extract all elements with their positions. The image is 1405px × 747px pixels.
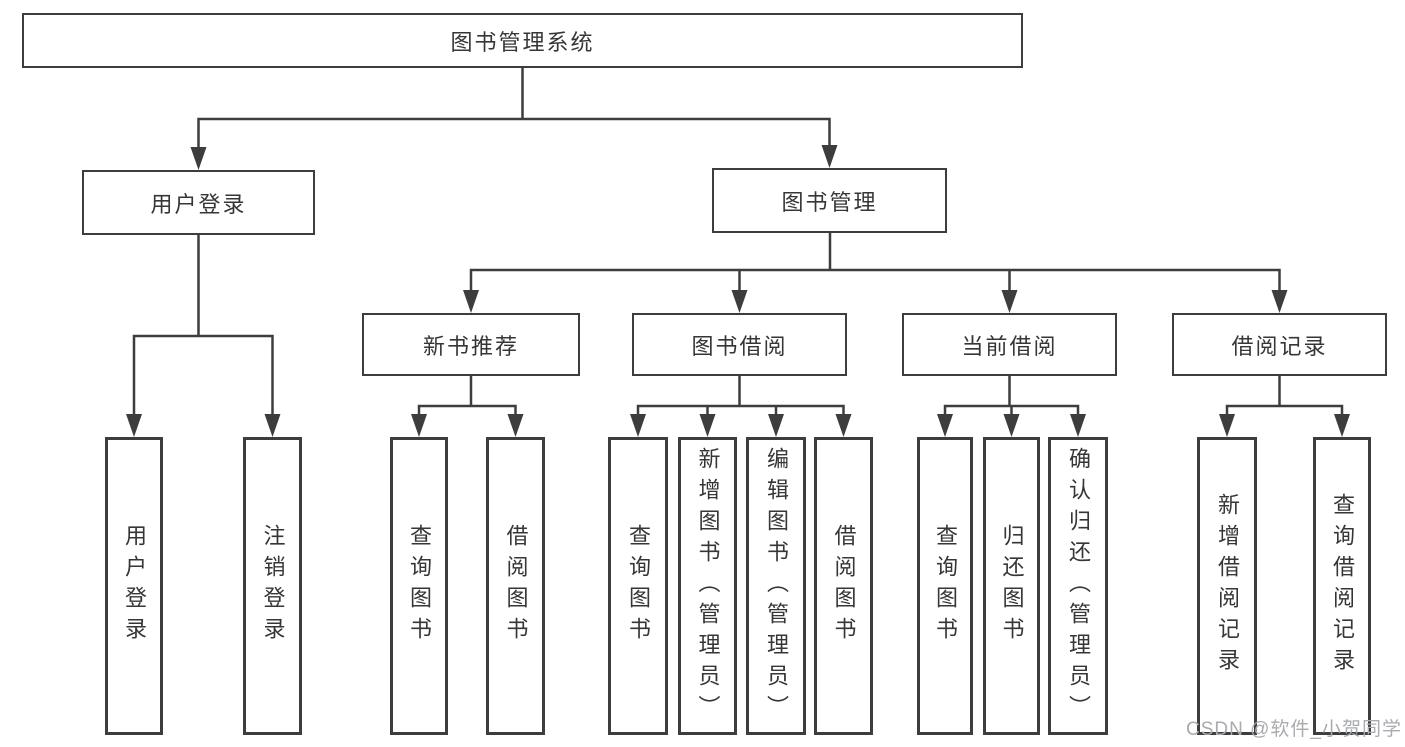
- node-user-login-label: 用户登录: [150, 191, 247, 217]
- leaf-query-books-recommend: 查询图书: [390, 437, 448, 735]
- leaf-logout: 注销登录: [243, 437, 302, 735]
- leaf-return-books: 归还图书: [983, 437, 1040, 735]
- leaf-query-borrow-record: 查询借阅记录: [1313, 437, 1371, 735]
- leaf-query-books-borrow-label: 查询图书: [626, 524, 651, 648]
- node-book-management: 图书管理: [712, 168, 947, 233]
- node-system: 图书管理系统: [22, 13, 1023, 68]
- node-system-label: 图书管理系统: [450, 29, 595, 55]
- leaf-user-login-label: 用户登录: [122, 524, 147, 648]
- leaf-confirm-return-admin: 确认归还（管理员）: [1048, 437, 1108, 735]
- node-book-borrow: 图书借阅: [632, 313, 847, 376]
- node-borrow-records-label: 借阅记录: [1231, 333, 1328, 359]
- leaf-query-books-current-label: 查询图书: [933, 524, 958, 648]
- node-user-login: 用户登录: [82, 170, 315, 235]
- node-book-management-label: 图书管理: [781, 189, 878, 215]
- leaf-add-book-admin: 新增图书（管理员）: [678, 437, 737, 735]
- leaf-confirm-return-admin-label: 确认归还（管理员）: [1066, 446, 1091, 726]
- leaf-borrow-books-borrow: 借阅图书: [814, 437, 873, 735]
- leaf-borrow-books-recommend-label: 借阅图书: [503, 524, 529, 648]
- node-book-borrow-label: 图书借阅: [691, 333, 788, 359]
- leaf-query-books-borrow: 查询图书: [608, 437, 668, 735]
- leaf-return-books-label: 归还图书: [999, 524, 1025, 648]
- node-current-borrow: 当前借阅: [902, 313, 1117, 376]
- leaf-add-borrow-record-label: 新增借阅记录: [1215, 493, 1240, 679]
- leaf-logout-label: 注销登录: [260, 524, 286, 648]
- leaf-edit-book-admin: 编辑图书（管理员）: [746, 437, 806, 735]
- leaf-user-login: 用户登录: [105, 437, 163, 735]
- leaf-query-books-recommend-label: 查询图书: [407, 524, 432, 648]
- node-borrow-records: 借阅记录: [1172, 313, 1387, 376]
- watermark: CSDN @软件_小贺同学: [1186, 719, 1402, 740]
- leaf-add-book-admin-label: 新增图书（管理员）: [695, 446, 721, 726]
- leaf-query-borrow-record-label: 查询借阅记录: [1330, 493, 1355, 679]
- node-current-borrow-label: 当前借阅: [961, 333, 1058, 359]
- leaf-borrow-books-borrow-label: 借阅图书: [831, 524, 857, 648]
- leaf-add-borrow-record: 新增借阅记录: [1197, 437, 1257, 735]
- leaf-edit-book-admin-label: 编辑图书（管理员）: [764, 446, 789, 726]
- node-new-book-recommend-label: 新书推荐: [422, 333, 519, 359]
- node-new-book-recommend: 新书推荐: [362, 313, 580, 376]
- leaf-borrow-books-recommend: 借阅图书: [486, 437, 545, 735]
- leaf-query-books-current: 查询图书: [917, 437, 973, 735]
